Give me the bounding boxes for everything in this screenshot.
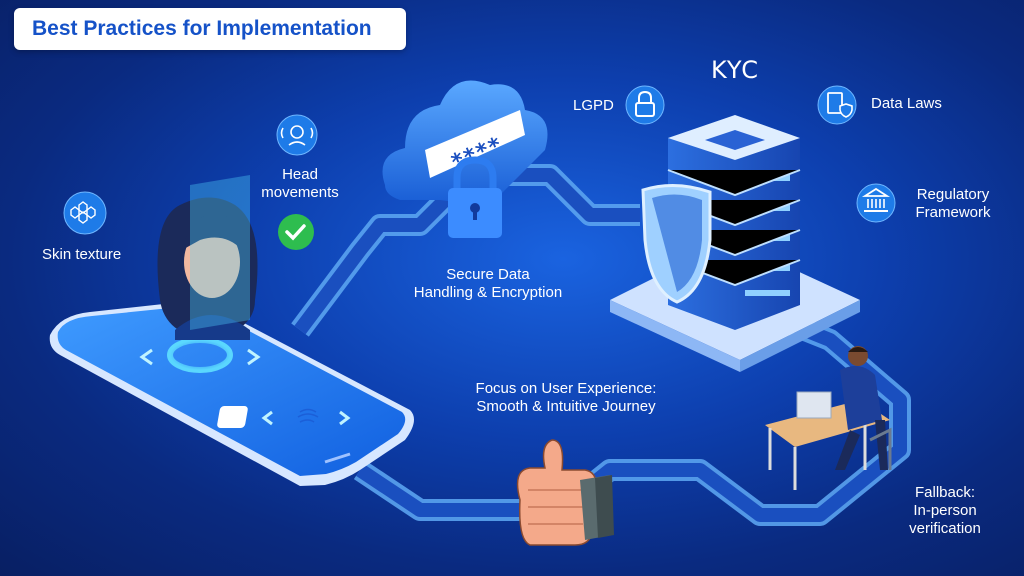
- secure-line1: Secure Data: [446, 266, 530, 283]
- cloud-icon: ****: [382, 80, 548, 202]
- smartphone: [49, 300, 414, 486]
- secure-line2: Handling & Encryption: [413, 284, 563, 301]
- ux-line2: Smooth & Intuitive Journey: [476, 398, 656, 415]
- head-movements-line2: movements: [261, 184, 339, 201]
- data-laws-label: Data Laws: [871, 95, 942, 112]
- padlock-icon: [448, 156, 502, 238]
- shield-icon: [641, 183, 712, 304]
- checkmark-icon: [278, 214, 314, 250]
- title-card: Best Practices for Implementation: [14, 8, 406, 50]
- skin-texture-label: Skin texture: [42, 246, 122, 263]
- user-portrait: [157, 175, 258, 340]
- fallback-line1: Fallback:: [914, 484, 976, 501]
- fallback-line3: verification: [909, 520, 981, 537]
- ux-label: Focus on User Experience: Smooth & Intui…: [446, 380, 686, 416]
- journey-track: [291, 164, 911, 526]
- regulatory-line2: Framework: [915, 204, 991, 221]
- regulatory-line1: Regulatory: [916, 186, 990, 203]
- bank-building-icon: [856, 183, 896, 223]
- secure-data-label: Secure Data Handling & Encryption: [388, 266, 588, 302]
- kyc-label: KYC: [711, 56, 759, 84]
- ux-line1: Focus on User Experience:: [475, 380, 657, 397]
- thumbs-up-icon: [516, 439, 614, 546]
- page-title: Best Practices for Implementation: [32, 17, 372, 40]
- fingerprint-icon: [217, 406, 319, 428]
- fallback-line2: In-person: [913, 502, 977, 519]
- head-movements-line1: Head: [282, 166, 318, 183]
- lock-icon: [625, 85, 665, 125]
- person-at-desk-icon: [765, 346, 892, 490]
- document-shield-icon: [817, 85, 857, 125]
- face-scan-icon: [276, 114, 318, 156]
- fallback-label: Fallback: In-person verification: [890, 484, 1000, 538]
- hexagon-grid-icon: [63, 191, 107, 235]
- lgpd-label: LGPD: [573, 97, 614, 114]
- head-movements-label: Head movements: [252, 166, 348, 202]
- regulatory-label: Regulatory Framework: [905, 186, 1001, 222]
